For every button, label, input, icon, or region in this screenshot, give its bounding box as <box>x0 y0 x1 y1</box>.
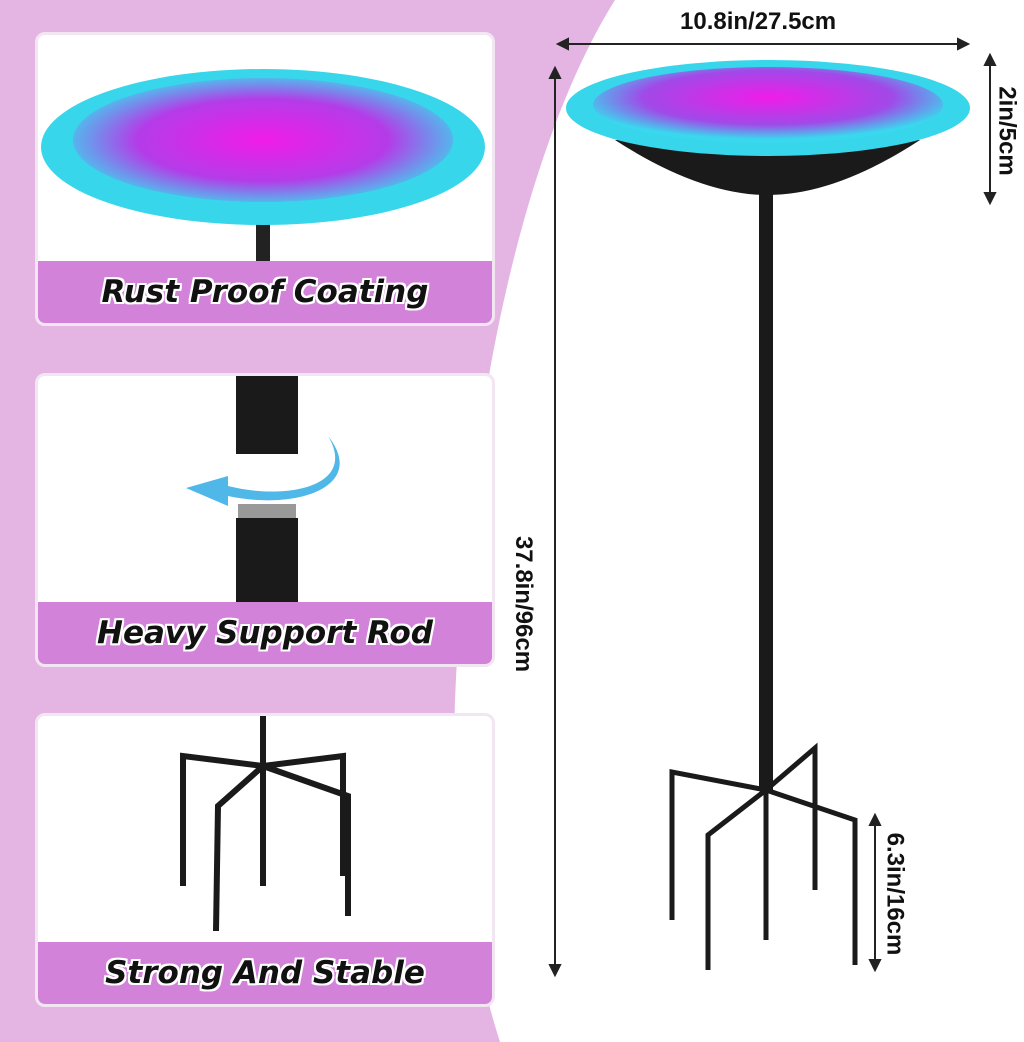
panel-label: Strong And Stable <box>105 955 425 991</box>
stake-dimension-label: 6.3in/16cm <box>881 832 909 956</box>
width-dimension-label: 10.8in/27.5cm <box>680 8 837 35</box>
height-dimension-label: 37.8in/96cm <box>510 535 538 673</box>
bowl-closeup-image <box>41 69 485 275</box>
dimension-lines <box>548 37 997 978</box>
panel-stake: Strong And Stable <box>35 713 495 1007</box>
stake-closeup-image <box>180 716 351 932</box>
panel-support-rod: Heavy Support Rod <box>35 373 495 667</box>
label-band: Rust Proof Coating <box>38 261 492 323</box>
panel-label: Rust Proof Coating <box>101 274 429 310</box>
panel-label: Heavy Support Rod <box>97 615 433 651</box>
rotate-arrow-icon <box>186 436 340 506</box>
label-band: Strong And Stable <box>38 942 492 1004</box>
birdbath-product <box>615 140 920 970</box>
depth-dimension-label: 2in/5cm <box>993 86 1021 176</box>
rod-closeup-image <box>186 376 340 608</box>
panel-rust-proof: Rust Proof Coating <box>35 32 495 326</box>
label-band: Heavy Support Rod <box>38 602 492 664</box>
